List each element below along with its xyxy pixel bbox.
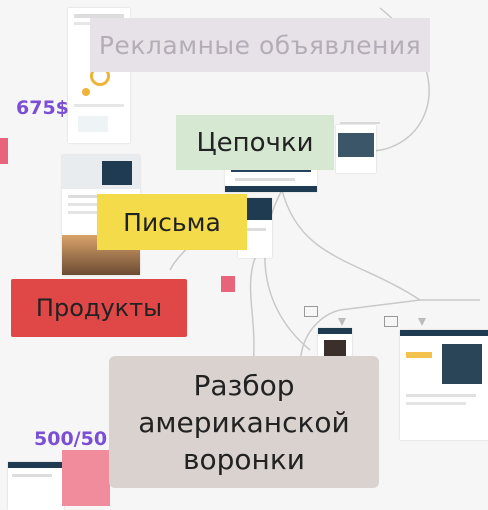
- sticker-products-label: Продукты: [35, 294, 163, 322]
- sticker-letters[interactable]: Письма: [97, 194, 247, 250]
- sticker-chains-label: Цепочки: [196, 127, 314, 158]
- pink-marker: [0, 138, 8, 164]
- sticker-ads[interactable]: Рекламные объявления: [90, 18, 430, 72]
- email-thumbnail-right-top[interactable]: [336, 125, 376, 173]
- price-second: 500/50: [34, 428, 108, 450]
- sticker-products[interactable]: Продукты: [11, 279, 187, 337]
- sticker-chains[interactable]: Цепочки: [176, 115, 334, 170]
- pink-marker: [221, 276, 235, 292]
- sticker-letters-label: Письма: [123, 207, 221, 237]
- sticker-ads-label: Рекламные объявления: [98, 30, 422, 60]
- email-thumbnail-far-right[interactable]: [400, 330, 488, 440]
- price-first: 675$: [16, 97, 69, 119]
- pink-note-bottom: [62, 450, 110, 506]
- sticker-analysis[interactable]: Разбор американской воронки: [109, 356, 379, 488]
- sticker-analysis-label: Разбор американской воронки: [138, 368, 350, 476]
- envelope-icon: [384, 316, 398, 327]
- envelope-icon: [304, 306, 318, 317]
- landing-thumbnail-bottom-left[interactable]: [8, 462, 64, 510]
